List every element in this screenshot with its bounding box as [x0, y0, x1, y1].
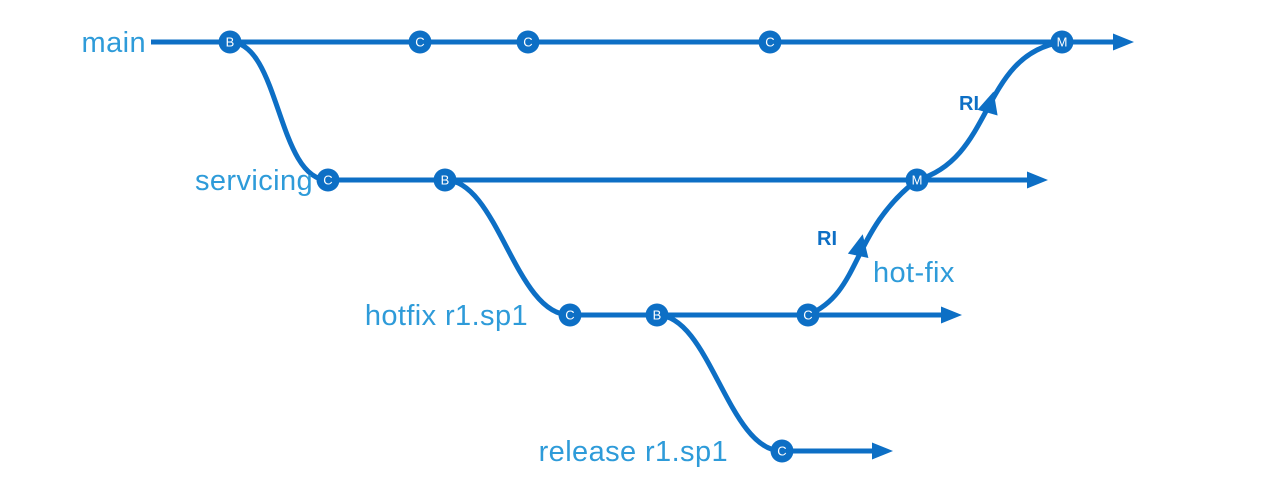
node-letter: C — [777, 444, 786, 459]
node-circle — [645, 303, 669, 327]
node-letter: M — [1057, 35, 1068, 50]
node-circle — [516, 30, 540, 54]
ri-merge-curves — [807, 39, 1063, 318]
servicing-node-changeset: C — [316, 168, 340, 192]
node-letter: C — [523, 35, 532, 50]
node-letter: B — [226, 35, 235, 50]
servicing-branch-arrow-icon — [1027, 171, 1048, 189]
main-branch-arrow-icon — [1113, 33, 1134, 51]
hotfix-to-servicing-ri-curve — [807, 178, 919, 318]
hotfix-flow-label: hot-fix — [873, 257, 955, 289]
ri-up-arrow-icon-lower — [847, 234, 869, 258]
servicing-node-merge: M — [905, 168, 929, 192]
release-node-changeset: C — [770, 439, 794, 463]
node-circle — [433, 168, 457, 192]
main-node-changeset-1: C — [408, 30, 432, 54]
labels: main servicing hotfix r1.sp1 release r1.… — [82, 27, 979, 468]
branch-lines — [151, 33, 1134, 460]
hotfix-branch-arrow-icon — [941, 306, 962, 324]
node-letter: C — [323, 173, 332, 188]
node-circle — [758, 30, 782, 54]
hotfix-node-changeset-1: C — [558, 303, 582, 327]
ri-label-upper: RI — [959, 93, 979, 115]
main-node-changeset-2: C — [516, 30, 540, 54]
node-letter: B — [441, 173, 450, 188]
main-branch-label: main — [82, 27, 146, 59]
node-letter: B — [653, 308, 662, 323]
hotfix-node-changeset-2: C — [796, 303, 820, 327]
main-node-merge: M — [1050, 30, 1074, 54]
hotfix-to-release-branch-curve — [656, 312, 783, 454]
node-circle — [558, 303, 582, 327]
node-circle — [770, 439, 794, 463]
main-node-changeset-3: C — [758, 30, 782, 54]
release-branch-label: release r1.sp1 — [539, 436, 728, 468]
servicing-branch-label: servicing — [195, 165, 313, 197]
ri-label-lower: RI — [817, 228, 837, 250]
node-letter: C — [565, 308, 574, 323]
node-circle — [1050, 30, 1074, 54]
nodes: B C C C M C — [218, 30, 1074, 463]
ri-up-arrow-icon-upper — [977, 91, 998, 116]
hotfix-node-branch: B — [645, 303, 669, 327]
node-circle — [796, 303, 820, 327]
node-circle — [905, 168, 929, 192]
hotfix-branch-label: hotfix r1.sp1 — [365, 300, 528, 332]
node-letter: M — [912, 173, 923, 188]
branch-curves — [229, 39, 783, 454]
release-branch-arrow-icon — [872, 442, 893, 460]
servicing-to-hotfix-branch-curve — [444, 177, 571, 318]
main-to-servicing-branch-curve — [229, 39, 329, 183]
servicing-node-branch: B — [433, 168, 457, 192]
node-circle — [316, 168, 340, 192]
node-letter: C — [803, 308, 812, 323]
node-letter: C — [765, 35, 774, 50]
node-circle — [408, 30, 432, 54]
node-circle — [218, 30, 242, 54]
node-letter: C — [415, 35, 424, 50]
main-node-branch: B — [218, 30, 242, 54]
